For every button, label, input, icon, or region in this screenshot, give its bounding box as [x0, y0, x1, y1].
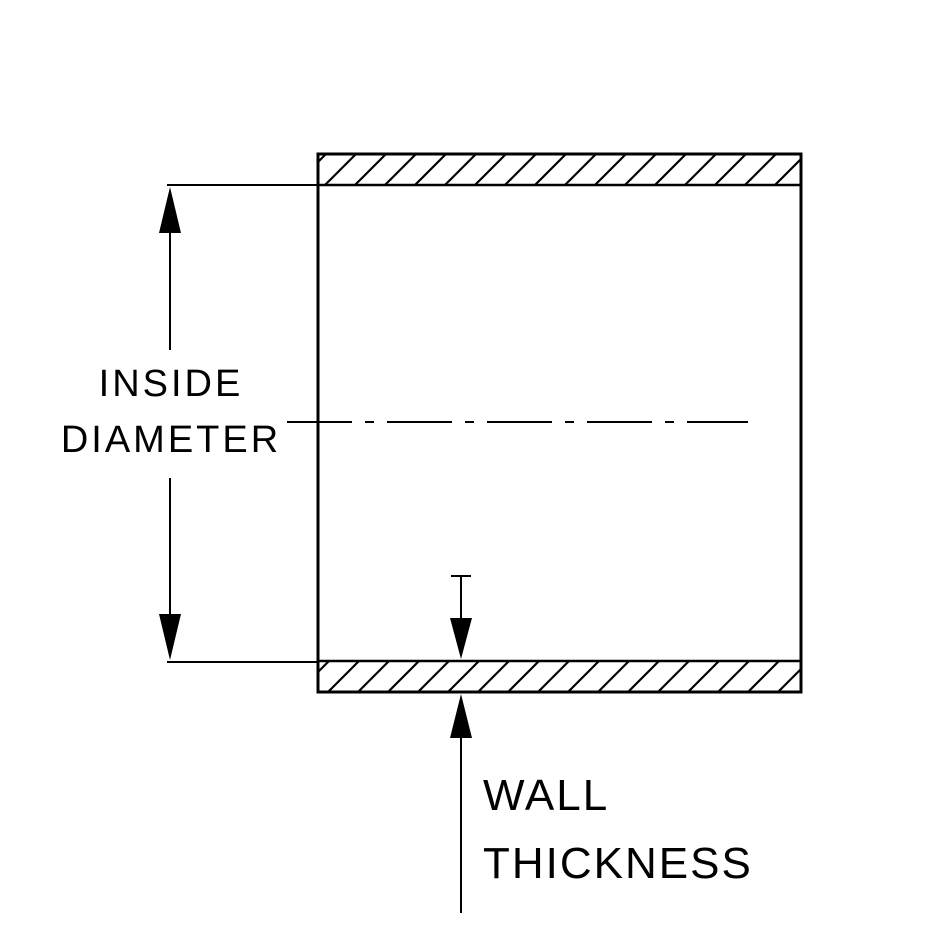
tube-cross-section [287, 152, 803, 694]
arrow-down-icon [159, 614, 181, 660]
wall-thickness-label-line2: THICKNESS [483, 839, 753, 888]
inside-diameter-dimension: INSIDE DIAMETER [61, 184, 318, 663]
wall-thickness-label-line1: WALL [483, 771, 609, 820]
wall-thickness-dimension: WALL THICKNESS [450, 575, 753, 913]
arrow-down-icon [450, 618, 472, 659]
arrow-up-icon [159, 187, 181, 233]
inside-diameter-label-line2: DIAMETER [61, 419, 281, 461]
bottom-wall-hatch [316, 659, 803, 694]
top-wall-hatch [316, 152, 803, 187]
arrow-up-icon [450, 694, 472, 738]
inside-diameter-label-line1: INSIDE [99, 363, 244, 405]
